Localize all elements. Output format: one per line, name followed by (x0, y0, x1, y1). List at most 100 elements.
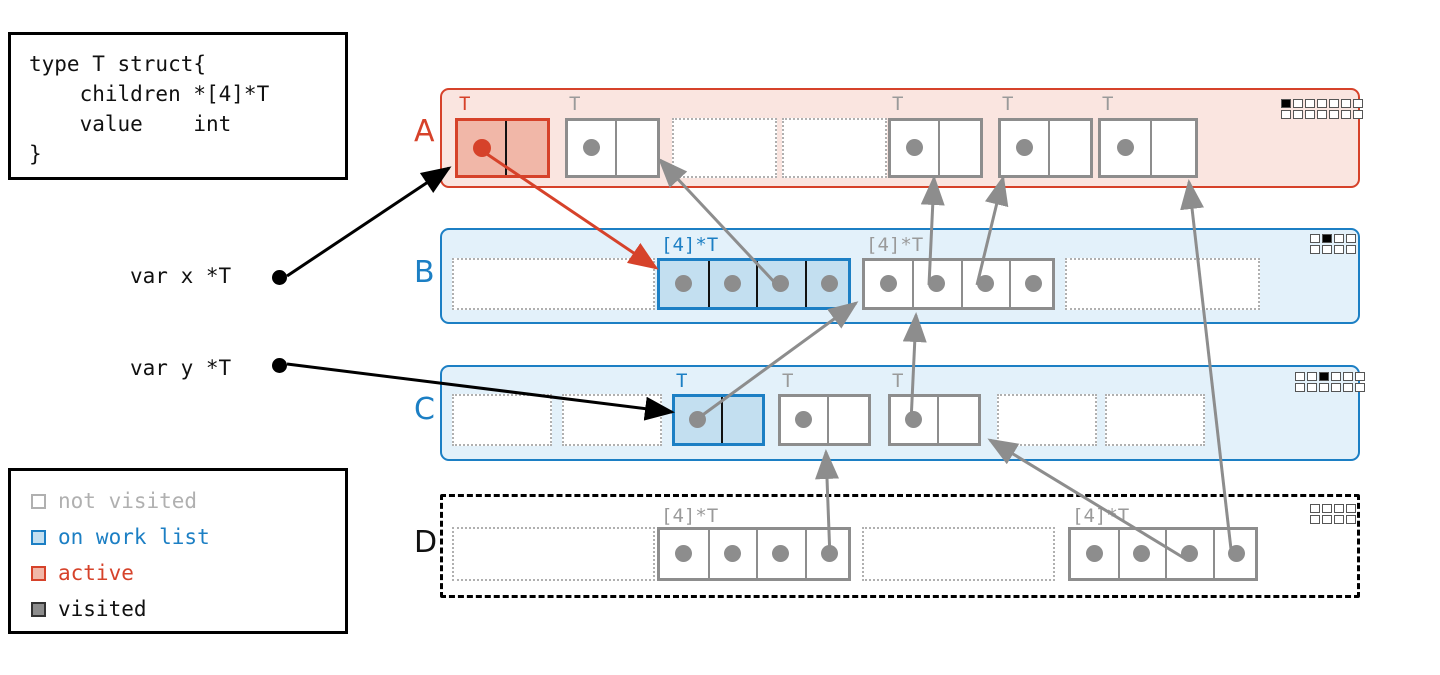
cell-divider (756, 530, 758, 578)
heap-object-block[interactable] (778, 394, 871, 446)
heap-meter-cell (1353, 110, 1363, 119)
heap-meter-cell (1334, 245, 1344, 254)
block-type-label: [4]*T (1072, 505, 1130, 527)
free-memory-block[interactable] (782, 118, 887, 178)
free-memory-block[interactable] (452, 527, 655, 581)
free-memory-block[interactable] (562, 394, 662, 446)
var-y-label: var y *T (130, 356, 232, 380)
heap-meter-cell (1317, 110, 1327, 119)
legend-box: not visited on work list active visited (8, 468, 348, 634)
heap-meter-cell (1295, 372, 1305, 381)
heap-meter-cell (1281, 110, 1291, 119)
free-memory-block[interactable] (862, 527, 1055, 581)
heap-meter-cell (1322, 504, 1332, 513)
heap-meter-cell (1310, 504, 1320, 513)
worklist-object-block[interactable] (672, 394, 765, 446)
legend-item-active: active (31, 555, 345, 591)
heap-object-block[interactable] (998, 118, 1093, 178)
heap-object-block[interactable] (657, 527, 851, 581)
pointer-dot (820, 545, 838, 562)
heap-meter-cell (1355, 383, 1365, 392)
heap-object-block[interactable] (1098, 118, 1198, 178)
pointer-dot (1228, 545, 1246, 562)
pointer-dot (1133, 545, 1151, 562)
heap-meter-cell (1334, 234, 1344, 243)
heap-meter-row (1281, 110, 1363, 119)
type-definition-box: type T struct{ children *[4]*T value int… (8, 32, 348, 180)
pointer-dot (1117, 139, 1134, 156)
heap-meter-cell (1310, 234, 1320, 243)
heap-meter-cell (1331, 372, 1341, 381)
pointer-dot (1024, 275, 1042, 292)
free-memory-block[interactable] (1065, 258, 1260, 310)
heap-meter-cell (1331, 383, 1341, 392)
pointer-dot (472, 139, 491, 157)
heap-meter-cell (1341, 99, 1351, 108)
region-letter-c: C (414, 392, 435, 427)
heap-meter-cell (1319, 383, 1329, 392)
cell-divider (720, 397, 723, 443)
heap-meter-cell (1322, 245, 1332, 254)
free-memory-block[interactable] (452, 258, 655, 310)
free-memory-block[interactable] (452, 394, 552, 446)
pointer-dot (1085, 545, 1103, 562)
region-letter-a: A (414, 114, 435, 149)
heap-meter-cell (1305, 99, 1315, 108)
pointer-dot (1180, 545, 1198, 562)
pointer-dot (820, 275, 838, 292)
heap-meter-d (1310, 504, 1356, 524)
heap-meter-row (1310, 245, 1356, 254)
heap-meter-cell (1281, 99, 1291, 108)
pointer-dot (880, 275, 898, 292)
heap-meter-row (1310, 515, 1356, 524)
pointer-dot (976, 275, 994, 292)
free-memory-block[interactable] (672, 118, 777, 178)
heap-object-block[interactable] (565, 118, 660, 178)
pointer-dot (928, 275, 946, 292)
heap-meter-b (1310, 234, 1356, 254)
block-type-label: T (676, 370, 688, 392)
var-x-label: var x *T (130, 264, 232, 288)
legend-swatch-not-visited (31, 493, 46, 509)
heap-meter-row (1310, 504, 1356, 513)
cell-divider (707, 261, 710, 307)
free-memory-block[interactable] (1105, 394, 1205, 446)
heap-object-block[interactable] (888, 118, 983, 178)
cell-divider (504, 121, 507, 175)
cell-divider (826, 397, 829, 443)
cell-divider (707, 530, 710, 578)
legend-item-visited: visited (31, 591, 345, 627)
heap-meter-cell (1341, 110, 1351, 119)
block-type-label: [4]*T (661, 234, 719, 256)
cell-divider (937, 121, 940, 175)
legend-swatch-active (31, 565, 46, 581)
heap-meter-cell (1293, 99, 1303, 108)
heap-object-block[interactable] (1068, 527, 1258, 581)
legend-item-not-visited: not visited (31, 483, 345, 519)
heap-meter-cell (1319, 372, 1329, 381)
block-type-label: T (1002, 93, 1014, 115)
free-memory-block[interactable] (997, 394, 1097, 446)
block-type-label: T (892, 370, 904, 392)
pointer-dot (723, 275, 741, 292)
block-type-label: [4]*T (866, 234, 924, 256)
heap-meter-cell (1353, 99, 1363, 108)
heap-meter-cell (1346, 515, 1356, 524)
block-type-label: T (459, 93, 471, 115)
heap-meter-cell (1329, 99, 1339, 108)
pointer-dot (675, 545, 693, 562)
cell-divider (614, 121, 617, 175)
block-type-label: [4]*T (661, 505, 719, 527)
worklist-object-block[interactable] (657, 258, 851, 310)
heap-meter-cell (1343, 383, 1353, 392)
heap-meter-cell (1346, 504, 1356, 513)
cell-divider (1212, 530, 1215, 578)
active-object-block[interactable] (455, 118, 550, 178)
heap-meter-a (1281, 99, 1363, 119)
legend-swatch-on-work-list (31, 529, 46, 545)
heap-object-block[interactable] (862, 258, 1055, 310)
pointer-dot (772, 545, 790, 562)
heap-object-block[interactable] (888, 394, 981, 446)
block-type-label: T (1102, 93, 1114, 115)
block-type-label: T (892, 93, 904, 115)
